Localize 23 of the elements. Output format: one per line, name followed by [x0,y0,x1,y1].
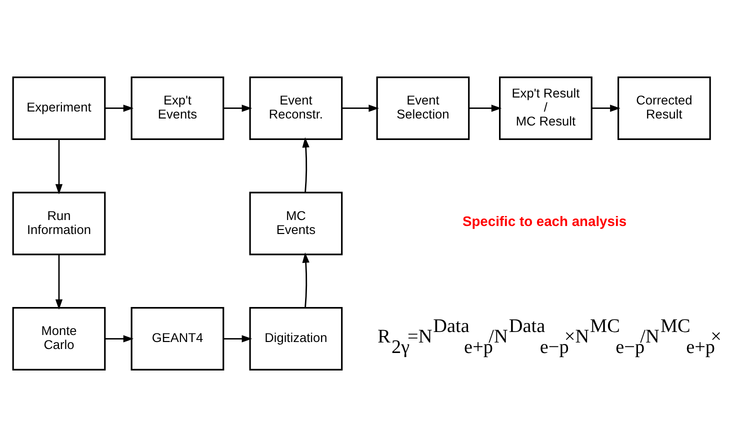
arrow [55,254,63,310]
node-box: Corrected Result [618,76,711,140]
arrow [592,104,620,112]
arrow [224,335,252,342]
node-box: Digitization [249,307,343,371]
node-box: Run Information [12,192,106,256]
node-box: MC Events [249,192,343,256]
node-box: Experiment [12,76,106,140]
node-box: Monte Carlo [12,307,106,371]
arrow [105,335,134,342]
arrow [302,137,310,192]
node-box: Event Reconstr. [249,76,343,140]
node-box: Exp't Events [130,76,224,140]
arrow [105,104,134,112]
node-box: Event Selection [376,76,470,140]
arrow [469,104,502,112]
arrow [224,104,252,112]
arrow [342,104,379,112]
label: Specific to each analysis [462,213,627,230]
node-box: GEANT4 [130,307,224,371]
arrow [55,139,63,194]
arrow [302,252,310,308]
node-box: Exp't Result / MC Result [499,76,592,140]
